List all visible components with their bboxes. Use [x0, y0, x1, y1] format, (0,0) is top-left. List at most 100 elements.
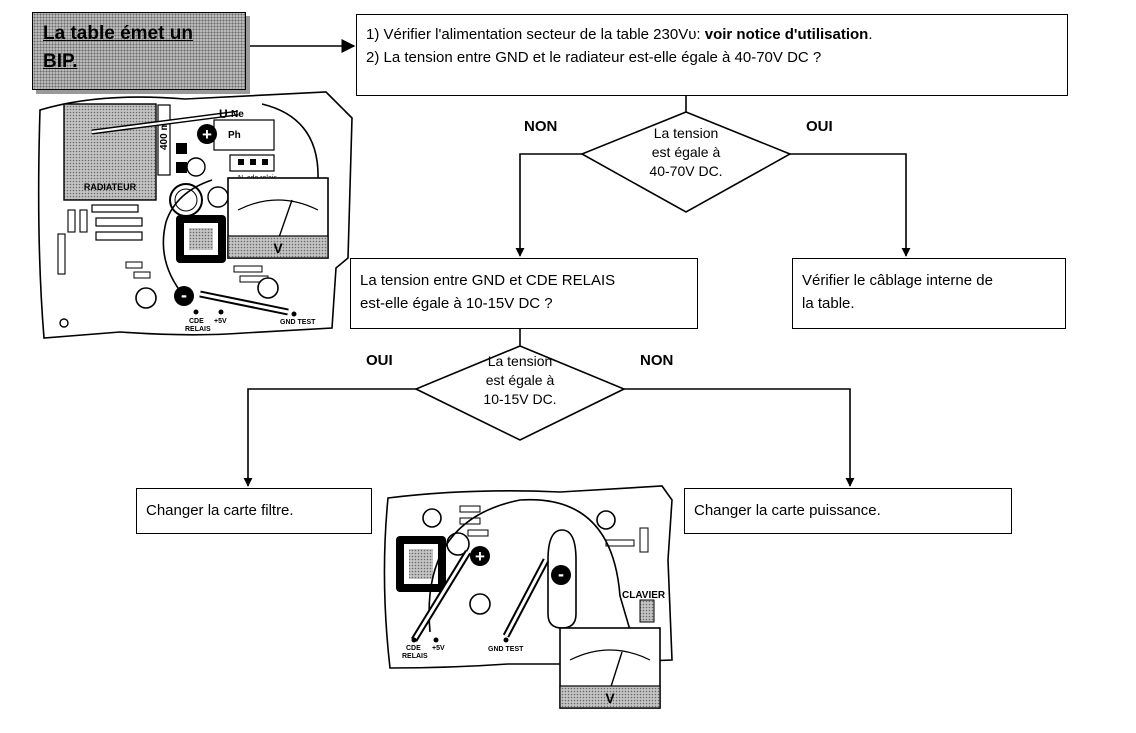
test2-point-gnd — [503, 637, 509, 643]
decision2-text: La tension est égale à 10-15V DC. — [460, 352, 580, 409]
probe-wire-inner — [91, 111, 239, 134]
board1-mount-hole — [59, 318, 69, 328]
plus-label: + — [202, 125, 212, 144]
decision1-text: La tension est égale à 40-70V DC. — [626, 124, 746, 181]
probe-tip-square — [176, 143, 187, 154]
test-point-cde — [193, 309, 199, 315]
meter-lead-wire — [162, 103, 319, 297]
test-point-plus5 — [218, 309, 224, 315]
probe-tip-square-lower — [176, 162, 187, 173]
cablage-line-1: Vérifier le câblage interne de — [802, 272, 993, 289]
step1-line-1-bold: voir notice d'utilisation — [704, 26, 869, 43]
title-line-1: La table émet un — [43, 23, 193, 44]
board2-res-5 — [639, 527, 649, 553]
resistor-vertical-1 — [67, 209, 76, 233]
decision1-line-3: 40-70V DC. — [649, 163, 723, 179]
radiator-label: RADIATEUR — [84, 182, 137, 192]
figure2-circuit-board: + - CLAVIER CDE RELAIS +5V GND TEST — [383, 485, 673, 709]
ne-label: Ne — [231, 109, 244, 120]
relais2-label: RELAIS — [402, 653, 428, 660]
component-small-2 — [133, 271, 151, 279]
cablage-line-2: la table. — [802, 295, 855, 312]
decision2-no-label: NON — [640, 352, 674, 369]
step1-line-1: 1) Vérifier l'alimentation secteur de la… — [366, 23, 1058, 46]
test-point-gnd — [291, 311, 297, 317]
capacitor-2-inner — [174, 188, 198, 212]
capacitor-5 — [257, 277, 279, 299]
ph-label: Ph — [228, 130, 241, 141]
step1-box: 1) Vérifier l'alimentation secteur de la… — [356, 14, 1068, 96]
capacitor-1 — [186, 157, 206, 177]
board2-res-3 — [467, 529, 489, 537]
change-puissance-box: Changer la carte puissance. — [684, 488, 1012, 534]
capacitor-3 — [207, 186, 229, 208]
voltmeter2-scale — [569, 649, 651, 661]
voltmeter1-v-label: V — [273, 240, 283, 256]
change-filtre-box: Changer la carte filtre. — [136, 488, 372, 534]
connectors — [243, 39, 911, 487]
decision2-yes-label: OUI — [366, 352, 393, 369]
relay-pin-3 — [262, 159, 268, 165]
board2-res-1 — [459, 505, 481, 513]
resistor-row-2 — [95, 217, 143, 227]
probe3-body-inner — [412, 551, 470, 641]
relais-label: RELAIS — [185, 326, 211, 333]
board2-transformer-core — [409, 549, 433, 579]
component-small-1 — [125, 261, 143, 269]
plus-probe-circle — [197, 124, 217, 144]
decision2-line-2: est égale à — [485, 372, 555, 388]
resistor-vertical-2 — [79, 209, 88, 233]
change-puissance-text: Changer la carte puissance. — [694, 502, 881, 519]
resistor-row-3 — [95, 231, 143, 241]
plus2-probe-circle — [470, 546, 490, 566]
decision1-line-1: La tension — [653, 125, 719, 141]
meter2-lead-wire — [428, 498, 631, 633]
board2-cap-3 — [469, 593, 491, 615]
voltage-u-label: U — [219, 107, 228, 121]
voltmeter2-v-label: V — [605, 690, 615, 706]
plus5v-label: +5V — [214, 318, 227, 325]
board2-cap-4 — [596, 510, 616, 530]
board2-cap-1 — [422, 508, 442, 528]
minus-probe-circle — [174, 286, 194, 306]
decision2-line-1: La tension — [487, 353, 553, 369]
figure1-circuit-board: RADIATEUR 400 m U Ne Ph + N. cde relais — [37, 91, 353, 339]
test2-point-cde — [411, 637, 417, 643]
relay-pin-2 — [250, 159, 256, 165]
mains-terminal-box — [213, 119, 275, 151]
test2-point-plus5 — [433, 637, 439, 643]
voltmeter2-base — [559, 685, 661, 709]
voltmeter1-scale — [237, 199, 319, 211]
relais-line-1: La tension entre GND et CDE RELAIS — [360, 272, 616, 289]
minus2-probe-circle — [551, 565, 571, 585]
resistor-vertical-3 — [57, 233, 66, 275]
decision1-yes-label: OUI — [806, 118, 833, 135]
probe2-body-inner — [199, 292, 289, 314]
step1-line-2: 2) La tension entre GND et le radiateur … — [366, 49, 822, 66]
step1-line-1-suffix: . — [868, 26, 873, 43]
cde-label: CDE — [189, 318, 204, 325]
capacitor-4 — [135, 287, 157, 309]
probe4-body-inner — [504, 559, 548, 637]
gnd-test-label: GND TEST — [280, 319, 316, 326]
cablage-check-box: Vérifier le câblage interne de la table. — [792, 258, 1066, 329]
decision1-no-label: NON — [524, 118, 558, 135]
transformer-core — [189, 228, 213, 250]
title-line-2: BIP. — [43, 51, 78, 72]
minus-label: - — [181, 285, 187, 305]
relais-line-2: est-elle égale à 10-15V DC ? — [360, 295, 553, 312]
voltmeter1-base — [227, 235, 329, 259]
title-box: La table émet un BIP. — [32, 12, 246, 90]
arrow-decision2-yes — [243, 388, 416, 487]
keypad-connector — [639, 599, 655, 623]
component-small-3 — [233, 265, 263, 273]
plus2-label: + — [475, 547, 485, 566]
change-filtre-text: Changer la carte filtre. — [146, 502, 294, 519]
resistor-row-1 — [91, 204, 139, 213]
arrow-decision2-no — [624, 388, 855, 487]
minus2-label: - — [558, 564, 564, 584]
relais-check-box: La tension entre GND et CDE RELAIS est-e… — [350, 258, 698, 329]
arrow-decision1-yes — [790, 153, 911, 257]
